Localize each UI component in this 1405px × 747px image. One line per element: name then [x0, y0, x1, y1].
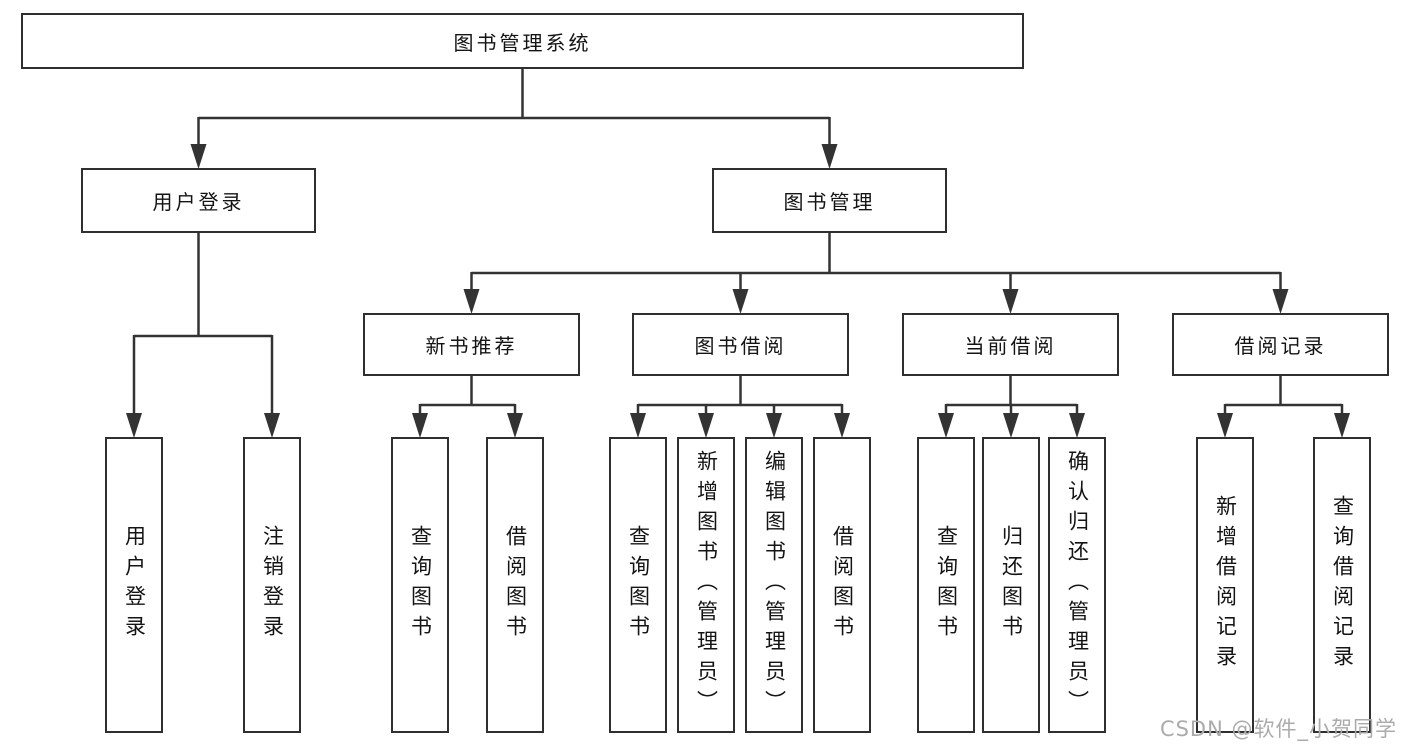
- node-leaf-cb-query: 查询图书: [917, 437, 975, 733]
- node-leaf-cb-return: 归还图书: [982, 437, 1040, 733]
- node-leaf-bb-borrow: 借阅图书: [813, 437, 871, 733]
- node-user-login: 用户登录: [81, 168, 316, 233]
- arrowhead-leaf-cb-query: [938, 413, 954, 438]
- node-leaf-bb-query: 查询图书: [609, 437, 667, 733]
- arrowhead-leaf-bb-edit: [766, 413, 782, 438]
- arrowhead-leaf-br-query: [1334, 413, 1350, 438]
- node-new-book-rec: 新书推荐: [363, 313, 580, 376]
- arrowhead-leaf-bb-add: [698, 413, 714, 438]
- arrowhead-borrow-records: [1272, 289, 1289, 314]
- arrowhead-user-login: [190, 144, 207, 169]
- arrowhead-current-borrow: [1002, 289, 1019, 314]
- node-leaf-br-add: 新增借阅记录: [1196, 437, 1254, 733]
- arrowhead-new-book-rec: [463, 289, 480, 314]
- arrowhead-leaf-nbr-query: [412, 413, 428, 438]
- node-current-borrow: 当前借阅: [902, 313, 1119, 376]
- node-leaf-nbr-query: 查询图书: [391, 437, 449, 733]
- node-leaf-bb-edit: 编辑图书（管理员）: [745, 437, 803, 733]
- arrowhead-leaf-logout: [264, 413, 280, 438]
- node-leaf-user-login: 用户登录: [105, 437, 163, 733]
- arrowhead-leaf-bb-borrow: [834, 413, 850, 438]
- arrowhead-leaf-user-login: [126, 413, 142, 438]
- arrowhead-leaf-nbr-borrow: [507, 413, 523, 438]
- arrowhead-book-mgmt: [821, 144, 838, 169]
- node-leaf-nbr-borrow: 借阅图书: [486, 437, 544, 733]
- node-root: 图书管理系统: [21, 13, 1024, 69]
- arrowhead-leaf-cb-return: [1003, 413, 1019, 438]
- node-book-mgmt: 图书管理: [712, 168, 947, 233]
- node-leaf-cb-confirm: 确认归还（管理员）: [1048, 437, 1106, 733]
- node-borrow-records: 借阅记录: [1172, 313, 1389, 376]
- arrowhead-leaf-br-add: [1217, 413, 1233, 438]
- arrowhead-leaf-cb-confirm: [1069, 413, 1085, 438]
- node-book-borrow: 图书借阅: [632, 313, 849, 376]
- node-leaf-bb-add: 新增图书（管理员）: [677, 437, 735, 733]
- node-leaf-logout: 注销登录: [243, 437, 301, 733]
- arrowhead-book-borrow: [732, 289, 749, 314]
- arrowhead-leaf-bb-query: [630, 413, 646, 438]
- node-leaf-br-query: 查询借阅记录: [1313, 437, 1371, 733]
